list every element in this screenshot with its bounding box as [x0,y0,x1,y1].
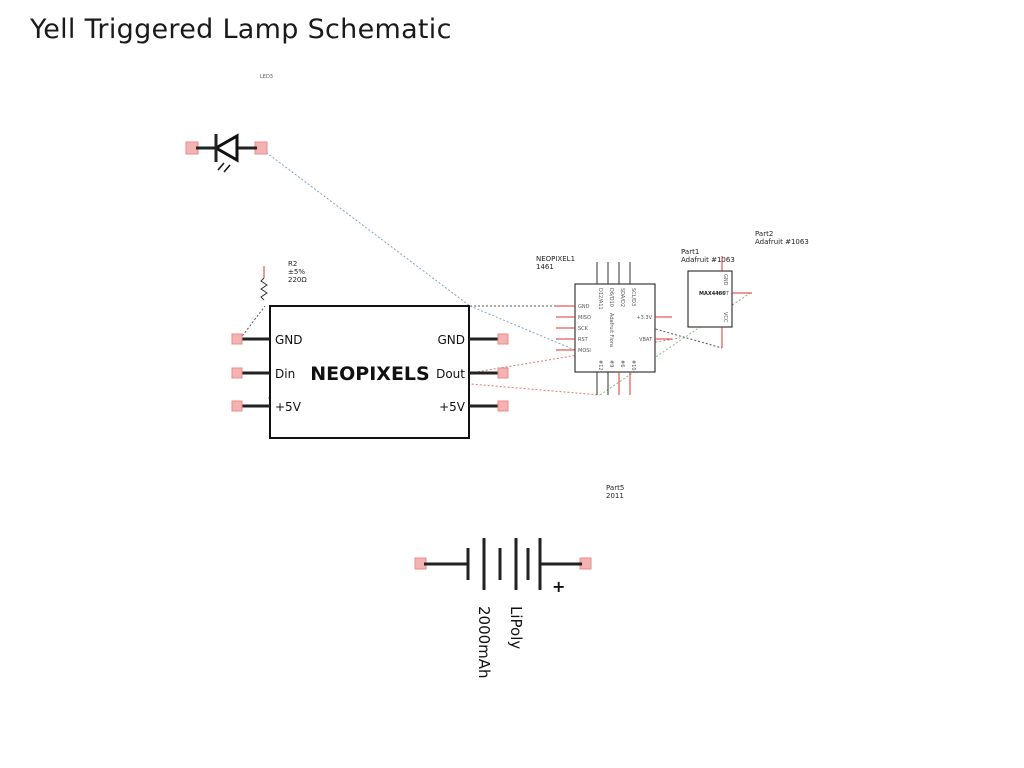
battery-type: LiPoly [507,606,525,649]
flora-pin-mosi: MOSI [578,348,591,354]
neopixel-label-5v-right: +5V [439,400,466,414]
neopixel-pin-gnd-in[interactable] [231,333,243,345]
flora-pin-miso: MISO [578,315,591,321]
flora-pin-rst: RST [578,337,589,343]
neopixel-label-gnd-left: GND [275,333,303,347]
flora-board[interactable]: NEOPIXEL1 1461 Adafruit Flora GND MISO S… [536,255,672,395]
led-symbol[interactable]: LED3 [185,74,273,173]
battery-plus: + [552,577,565,596]
flora-bottom-pin-3: #6 [619,360,625,367]
flora-top-pin-4: SCL/D3 [630,288,636,306]
resistor-ref: R2 [288,260,297,268]
part2-part: Adafruit #1063 [755,238,809,246]
mic-amp-board[interactable]: Part1 Adafruit #1063 MAX4466 GND OUT VCC [681,248,752,348]
page-title: Yell Triggered Lamp Schematic [30,14,452,45]
resistor-tolerance: ±5% [288,268,305,276]
battery-symbol[interactable]: Part5 2011 + LiPoly 2000mAh [414,484,624,679]
neopixel-pin-5v-in[interactable] [231,400,243,412]
flora-top-pin-1: D12/A11 [597,288,603,310]
flora-top-pin-3: SDA/D2 [619,288,625,307]
battery-ref: Part5 [606,484,624,492]
mic-pin-out: OUT [718,291,730,297]
neopixel-label-gnd-right: GND [437,333,465,347]
flora-pin-sck: SCK [578,326,589,332]
neopixels-block[interactable]: NEOPIXELS GND Din +5V GND Dout +5V [231,305,509,439]
battery-part: 2011 [606,492,624,500]
flora-top-pin-2: D6/D10 [608,288,614,307]
flora-bottom-pin-2: #9 [608,360,614,367]
neopixel-label-din: Din [275,367,295,381]
flora-body-label: Adafruit Flora [608,313,614,347]
neopixel-pin-din[interactable] [231,367,243,379]
flora-pin-3v3: +3.3V [636,315,652,321]
part2-label: Part2 Adafruit #1063 [755,230,809,246]
neopixel-pin-5v-out[interactable] [497,400,509,412]
mic-part: Adafruit #1063 [681,256,735,264]
flora-bottom-pin-4: #10 [630,360,636,371]
flora-bottom-pin-1: #12 [597,360,603,371]
flora-pin-gnd: GND [578,304,590,310]
resistor-symbol[interactable]: R2 ±5% 220Ω [260,260,307,301]
flora-ref: NEOPIXEL1 [536,255,575,263]
led-ref: LED3 [260,74,273,80]
neopixel-pin-dout[interactable] [497,367,509,379]
mic-chip: MAX4466 [699,291,726,297]
neopixel-label-5v-left: +5V [275,400,302,414]
flora-pin-vbat: VBAT [639,337,653,343]
flora-part: 1461 [536,263,554,271]
neopixel-label-dout: Dout [436,367,465,381]
mic-pin-vcc: VCC [722,312,728,323]
battery-capacity: 2000mAh [475,606,493,679]
neopixels-name: NEOPIXELS [310,363,429,385]
part2-ref: Part2 [755,230,773,238]
neopixel-pin-gnd-out[interactable] [497,333,509,345]
mic-ref: Part1 [681,248,699,256]
mic-pin-gnd: GND [722,274,728,286]
resistor-value: 220Ω [288,276,307,284]
